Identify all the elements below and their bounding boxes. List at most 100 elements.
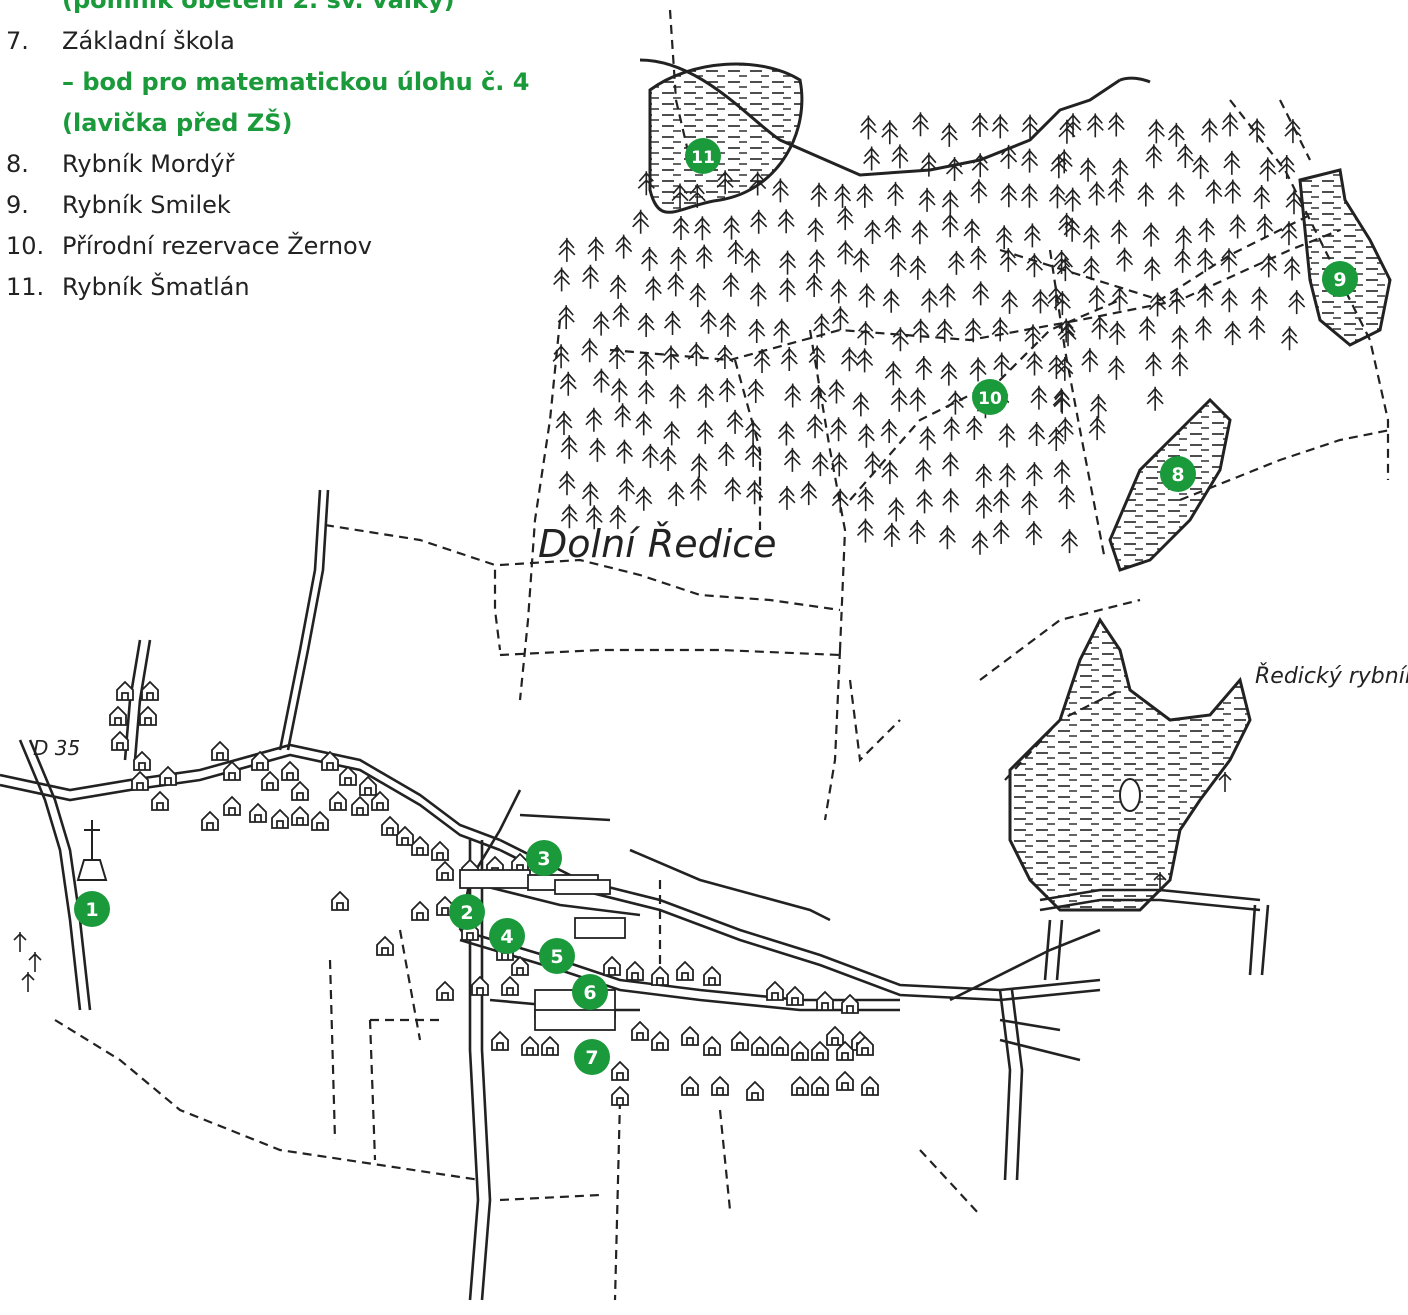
tree-icon [1280, 326, 1299, 351]
tree-icon [1030, 385, 1048, 410]
tree-icon [1194, 316, 1212, 341]
tree-icon [830, 279, 848, 304]
tree-icon [813, 313, 831, 338]
tree-icon [555, 410, 573, 435]
tree-icon [1088, 181, 1106, 206]
tree-icon [807, 217, 825, 242]
marker-label: 6 [583, 982, 596, 1004]
legend-num: 8. [6, 150, 29, 178]
house-icon [826, 1025, 844, 1046]
tree-icon [717, 442, 735, 467]
tree-icon [1205, 179, 1223, 204]
tree-icon [857, 321, 875, 346]
tree-icon [585, 407, 603, 432]
tree-icon [836, 240, 855, 265]
tree-icon [857, 423, 875, 448]
tree-icon [915, 355, 933, 380]
tree-icon [1110, 219, 1128, 244]
tree-icon [998, 463, 1016, 488]
tree-icon [909, 255, 927, 280]
cross-monument-icon [76, 820, 108, 881]
tree-icon [672, 216, 690, 241]
house-icon [411, 900, 429, 921]
house-icon [836, 1040, 854, 1061]
tree-icon [831, 488, 849, 513]
tree-icon [663, 311, 682, 336]
house-icon [151, 790, 169, 811]
tree-icon [1144, 352, 1163, 377]
tree-icon [667, 272, 685, 297]
house-icon [436, 895, 454, 916]
tree-icon [778, 485, 796, 510]
house-icon [651, 1030, 669, 1051]
house-icon [261, 770, 279, 791]
tree-icon [1192, 155, 1210, 180]
tree-icon [778, 250, 797, 275]
tree-icon [941, 213, 959, 238]
tree-icon [863, 219, 882, 244]
tree-icon [1000, 144, 1018, 169]
legend-green-note: – bod pro matematickou úlohu č. 4 [62, 68, 530, 96]
tree-icon [808, 345, 826, 370]
tree-icon [971, 530, 989, 555]
tree-icon [1025, 253, 1044, 278]
tree-icon [716, 344, 734, 369]
pond-9 [1298, 168, 1392, 347]
tree-icon [1023, 223, 1041, 248]
tree-icon [969, 246, 987, 271]
tree-icon [635, 411, 653, 436]
tree-icon [689, 283, 707, 308]
tree-icon [1086, 113, 1104, 138]
marker-label: 3 [537, 848, 550, 870]
building-icon [554, 879, 611, 895]
tree-icon [1052, 388, 1070, 413]
tree-icon [800, 481, 818, 506]
tree-icon [1107, 112, 1125, 137]
house-icon [381, 815, 399, 836]
tree-icon [991, 317, 1009, 342]
marker-9 [1322, 261, 1358, 297]
tree-icon [808, 249, 826, 274]
tree-icon [727, 240, 745, 265]
tree-icon [942, 416, 961, 441]
tree-icon [890, 387, 908, 412]
tree-icon [914, 457, 932, 482]
tree-icon [831, 306, 849, 331]
tree-icon [883, 522, 901, 547]
house-icon [611, 1085, 629, 1106]
tree-icon [637, 312, 655, 337]
tree-icon [941, 190, 959, 215]
tree-icon [553, 267, 571, 292]
tree-icon [882, 288, 900, 313]
tree-icon [1025, 521, 1043, 546]
tree-icon [614, 403, 632, 428]
tree-icon [1056, 257, 1074, 282]
house-icon [351, 795, 369, 816]
tree-icon [747, 379, 765, 404]
house-icon [856, 1035, 874, 1056]
tree-icon [1055, 149, 1073, 174]
house-icon [396, 825, 414, 846]
tree-icon [920, 152, 938, 177]
tree-icon [581, 338, 599, 363]
legend-green-top: (pomník obětem 2. sv. války) [62, 0, 455, 14]
tree-icon [662, 345, 680, 370]
tree-icon [697, 383, 715, 408]
tree-icon [995, 225, 1013, 250]
tree-icon [667, 482, 685, 507]
house-icon [139, 705, 157, 726]
tree-icon [969, 357, 987, 382]
legend-text: Rybník Smilek [62, 191, 231, 219]
house-icon [791, 1075, 809, 1096]
tree-icon [920, 288, 939, 313]
tree-icon [999, 248, 1017, 273]
tree-icon [940, 361, 958, 386]
house-icon [321, 750, 339, 771]
tree-icon [749, 171, 767, 196]
tree-icon [936, 318, 954, 343]
tree-icon [693, 216, 711, 241]
legend-item-8: 8. Rybník Mordýř [0, 144, 560, 185]
tree-icon [637, 171, 655, 196]
house-icon [791, 1040, 809, 1061]
house-icon [291, 805, 309, 826]
